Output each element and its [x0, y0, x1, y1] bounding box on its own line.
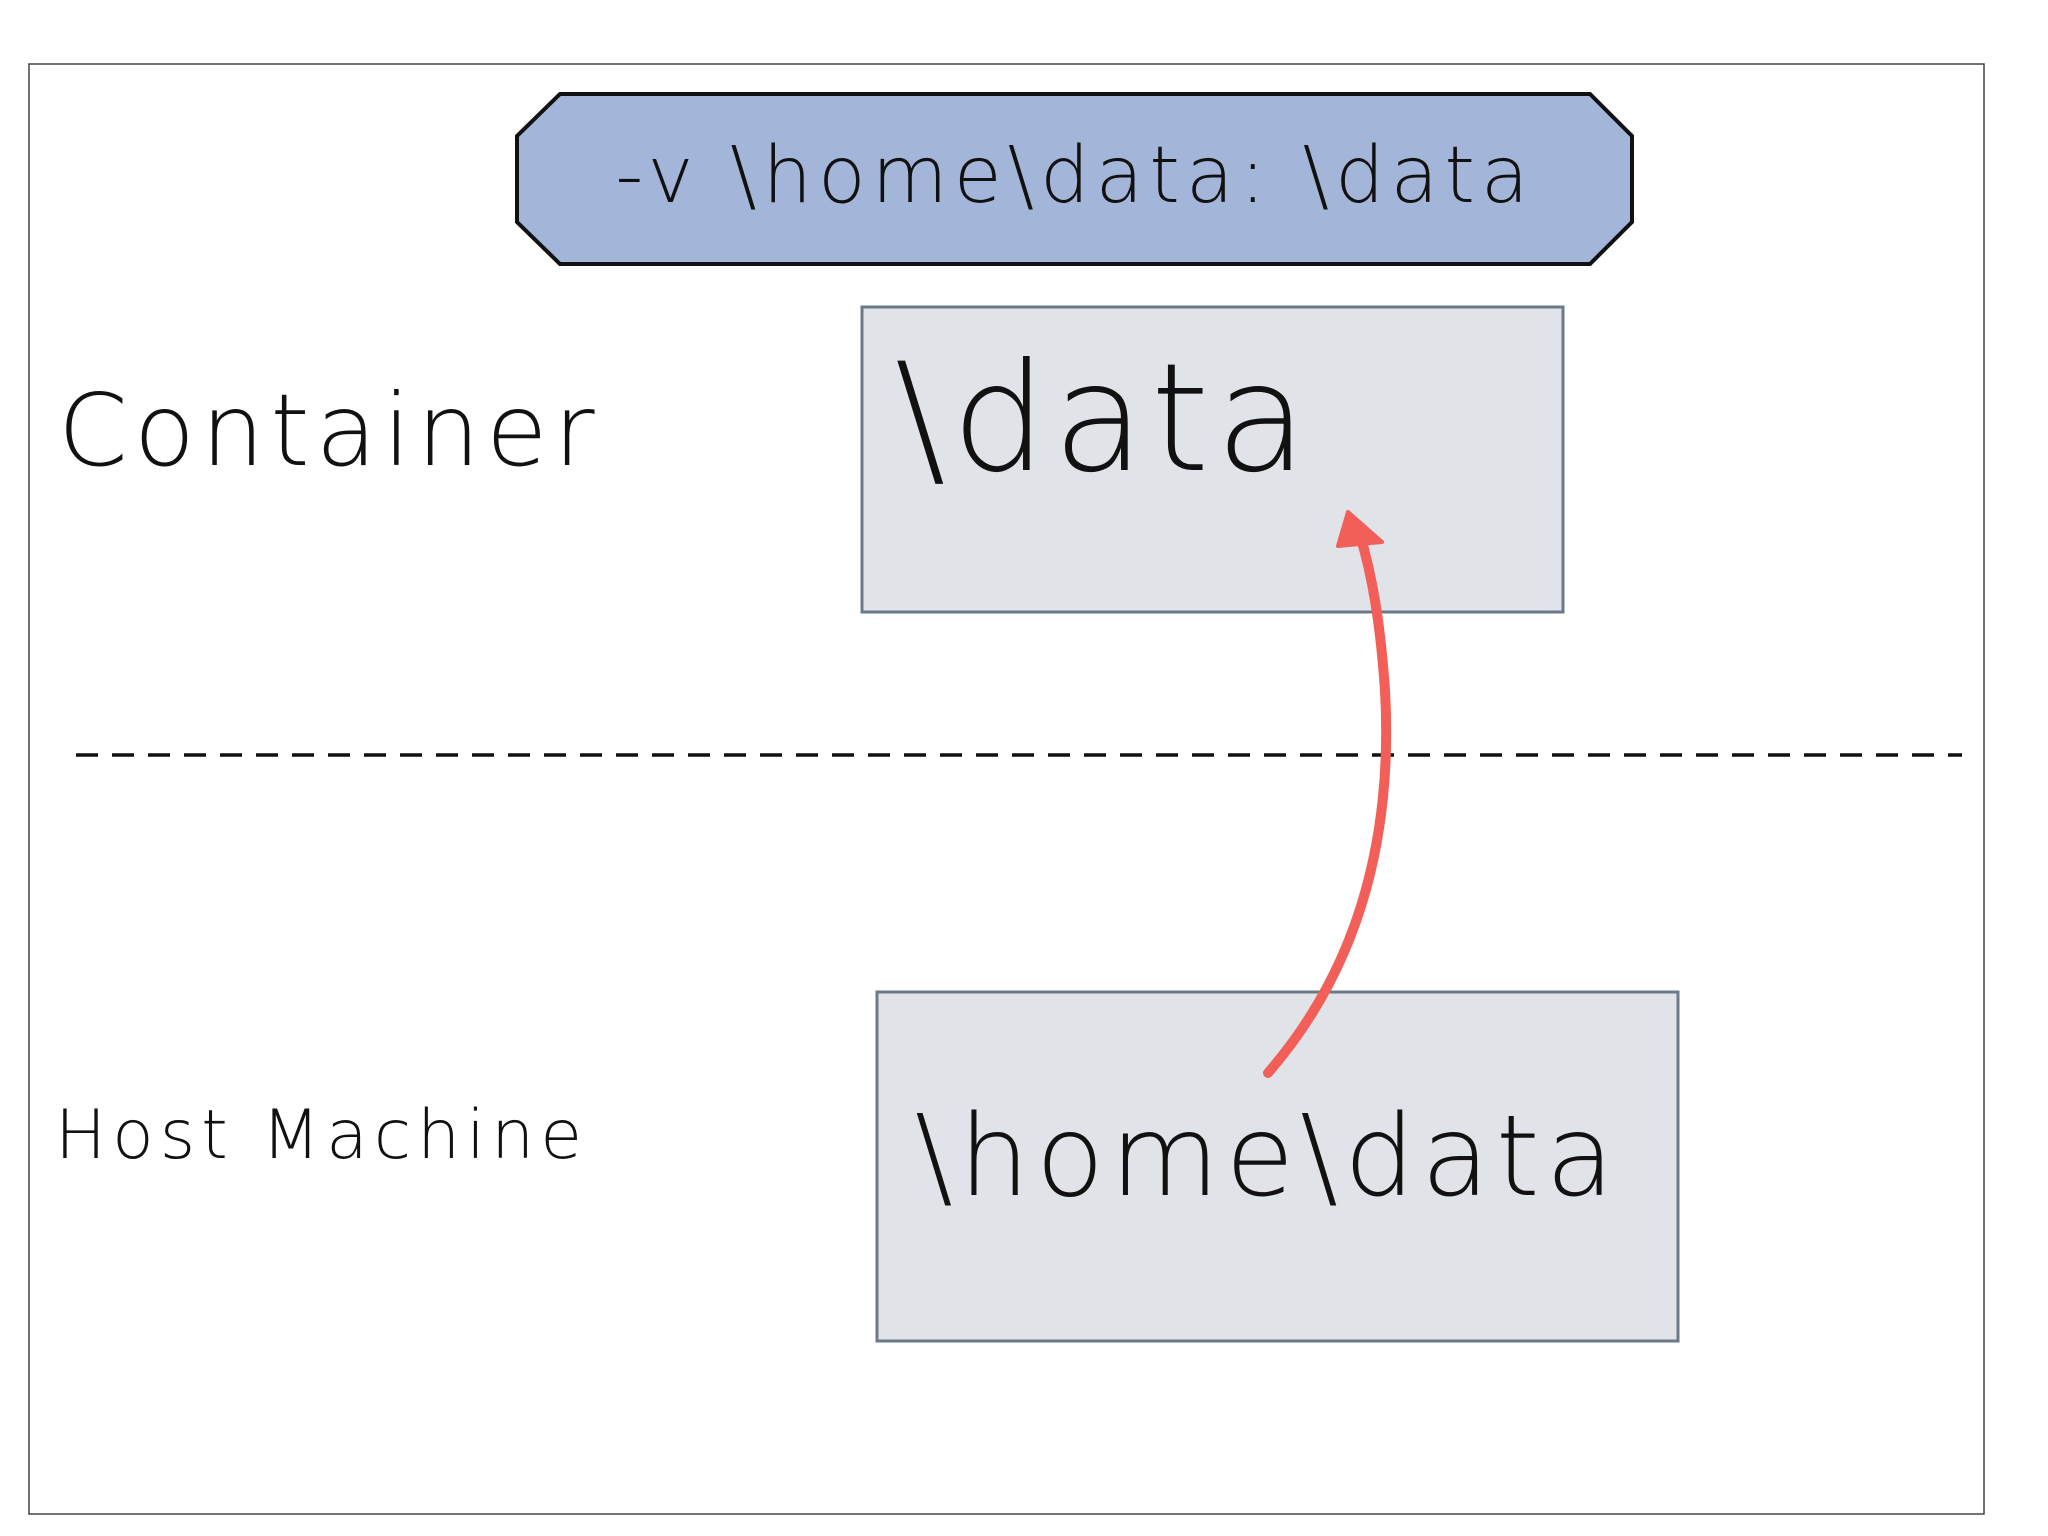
container-path-text: \data: [895, 332, 1313, 506]
curved-arrow-up-icon: [1263, 510, 1392, 1078]
container-label: Container: [58, 372, 601, 489]
host-path-text: \home\data: [915, 1092, 1620, 1222]
host-box-shape: [875, 990, 1680, 1343]
command-text: -v \home\data: \data: [615, 131, 1534, 221]
mount-arrow-head: [1336, 510, 1384, 548]
command-banner: -v \home\data: \data: [515, 92, 1634, 266]
container-box-shape: [860, 305, 1565, 614]
command-banner-shape: [515, 92, 1634, 266]
host-machine-label: Host Machine: [55, 1096, 588, 1175]
container-box: \data: [860, 305, 1565, 614]
host-box: \home\data: [875, 990, 1680, 1343]
mount-arrow-line: [1263, 530, 1392, 1078]
